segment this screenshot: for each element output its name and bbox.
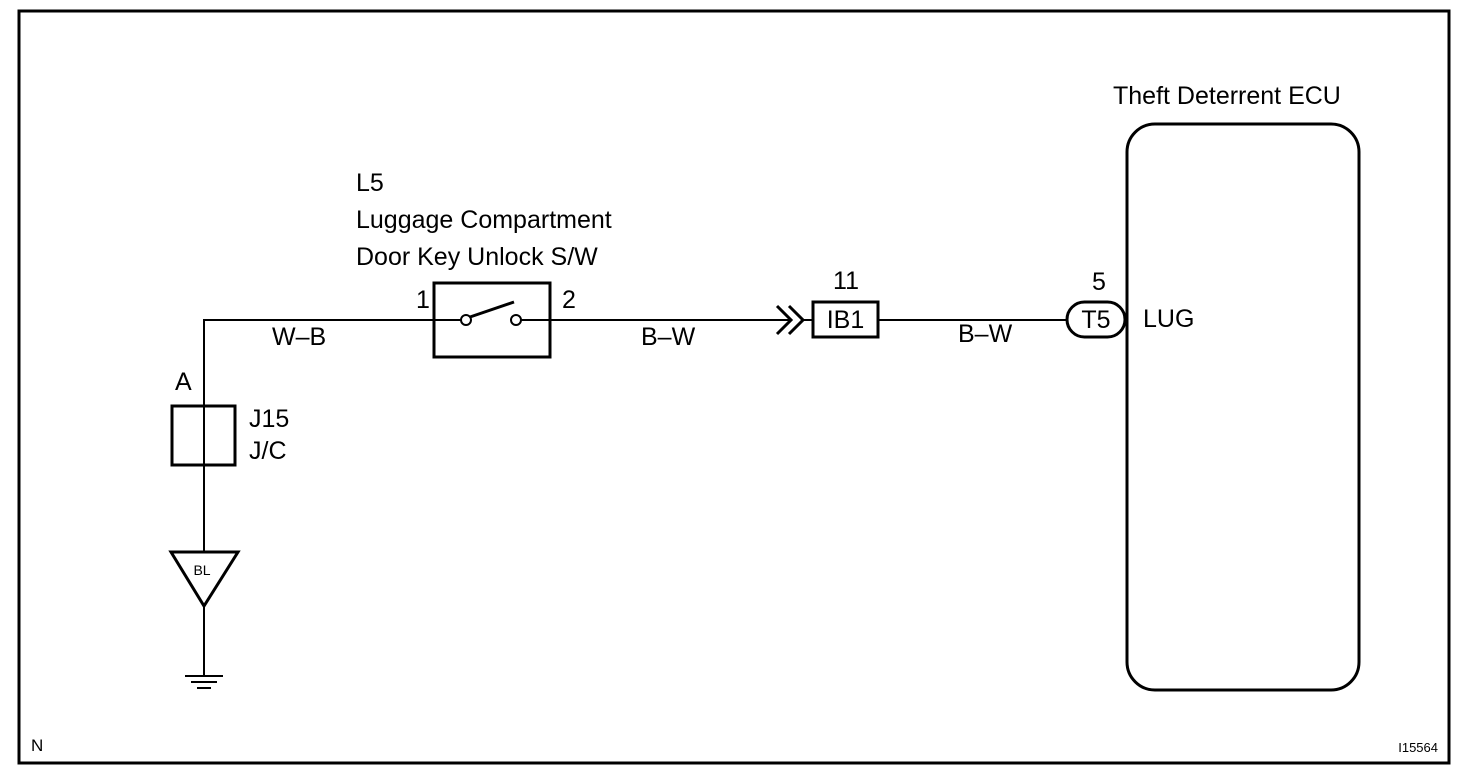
ground-point-triangle xyxy=(168,550,241,609)
wire-label-b-w-1: B–W xyxy=(641,323,696,351)
footer-left-label: N xyxy=(31,736,43,755)
switch-pin-2: 2 xyxy=(562,286,576,314)
switch-name-line2: Door Key Unlock S/W xyxy=(356,243,598,271)
switch-contact-left xyxy=(460,314,472,326)
ecu-box xyxy=(1125,122,1361,692)
connector-ib1-pin: 11 xyxy=(833,267,859,295)
wire-label-b-w-2: B–W xyxy=(958,320,1013,348)
ecu-terminal-label: LUG xyxy=(1143,305,1194,333)
connector-t5-oval xyxy=(1065,300,1127,339)
wire-w-b xyxy=(203,319,434,406)
connector-ib1-label: IB1 xyxy=(827,306,865,334)
wire-label-w-b: W–B xyxy=(272,323,326,351)
junction-code: J15 xyxy=(249,405,289,433)
ground-point-label: BL xyxy=(193,562,210,578)
switch-contact-right xyxy=(510,314,522,326)
switch-code: L5 xyxy=(356,169,384,197)
connector-t5-pin: 5 xyxy=(1092,268,1106,296)
switch-name-line1: Luggage Compartment xyxy=(356,206,612,234)
figure-code: I15564 xyxy=(1398,740,1438,755)
ground-icon xyxy=(185,675,223,689)
diagram-frame xyxy=(17,9,1451,765)
switch-blade xyxy=(469,300,515,319)
connector-chevron-1 xyxy=(775,304,794,336)
connector-t5-label: T5 xyxy=(1081,306,1110,334)
junction-type: J/C xyxy=(249,437,287,465)
ecu-title: Theft Deterrent ECU xyxy=(1113,82,1341,110)
connector-ib1-box xyxy=(811,300,880,339)
switch-pin-1: 1 xyxy=(416,286,430,314)
junction-pin: A xyxy=(175,368,192,396)
